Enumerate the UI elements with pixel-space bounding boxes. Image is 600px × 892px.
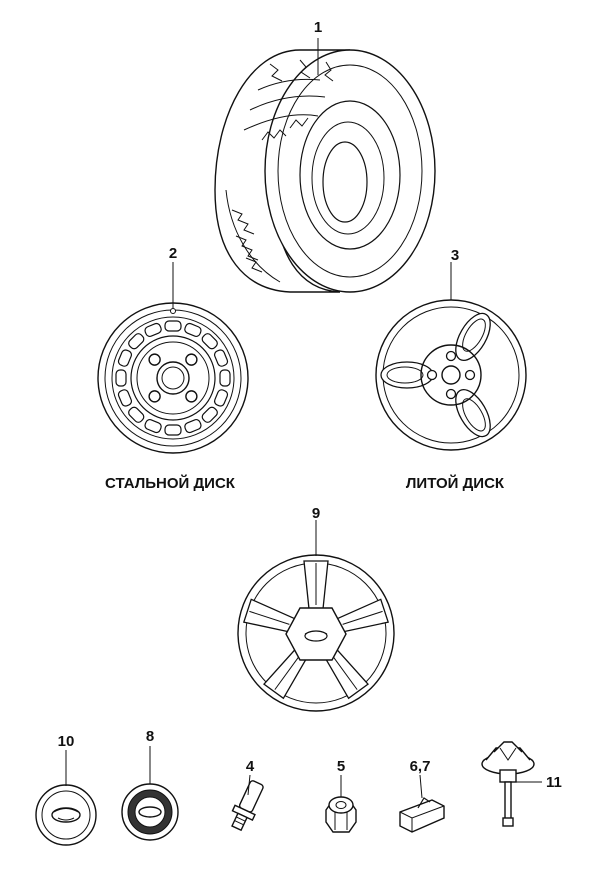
steel-wheel-slot [128, 333, 145, 350]
callout-11: 11 [546, 774, 562, 791]
steel-wheel-bolt-hole [185, 353, 198, 366]
callout-4: 4 [246, 758, 255, 775]
steel-wheel-slot [164, 424, 182, 436]
callout-3: 3 [451, 247, 459, 264]
wheel-cover-spoke-ridge [274, 655, 300, 690]
steel-wheel-slot [144, 418, 162, 434]
alloy-wheel-window-inner [386, 366, 424, 384]
steel-wheel-slot [213, 349, 229, 367]
callout-10: 10 [58, 733, 75, 750]
steel-wheel-slot [117, 349, 133, 367]
wheel-cover-spoke-ridge [332, 655, 358, 690]
steel-wheel: 2 СТАЛЬНОЙ ДИСК [97, 245, 249, 492]
steel-wheel-slot [144, 322, 162, 338]
steel-wheel-slot [219, 369, 231, 387]
steel-wheel-slot [117, 389, 133, 407]
steel-wheel-slot [164, 320, 182, 332]
tpms-valve: 11 [481, 741, 562, 827]
alloy-wheel-window-inner [462, 318, 486, 352]
callout-6-7: 6,7 [410, 758, 431, 775]
tire: 1 [214, 19, 436, 293]
alloy-wheel-bolt-hole [445, 350, 457, 362]
wheel-cover-spoke-ridge [249, 610, 290, 625]
alloy-wheel-bolt-hole [445, 388, 457, 400]
callout-2: 2 [169, 245, 177, 262]
alloy-wheel-bolt-hole [426, 369, 438, 381]
steel-wheel-bolt-hole [185, 390, 198, 403]
steel-wheel-slot [201, 406, 218, 423]
balance-weight: 6,7 [399, 758, 445, 833]
alloy-wheel-window-inner [462, 398, 486, 432]
caption-alloy-wheel: ЛИТОЙ ДИСК [406, 474, 505, 492]
steel-wheel-slot [213, 389, 229, 407]
alloy-wheel-window [380, 361, 434, 389]
steel-wheel-slot [201, 333, 218, 350]
callout-8: 8 [146, 728, 154, 745]
callout-9: 9 [312, 505, 320, 522]
alloy-wheel: 3 ЛИТОЙ ДИСК [375, 247, 527, 492]
wheel-cover: 9 [237, 505, 395, 712]
wheel-cover-spoke-ridge [342, 610, 383, 625]
callout-5: 5 [337, 758, 345, 775]
steel-wheel-slot [184, 418, 202, 434]
callout-1: 1 [314, 19, 322, 36]
steel-wheel-slot [128, 406, 145, 423]
center-cap-small: 8 [121, 728, 179, 841]
caption-steel-wheel: СТАЛЬНОЙ ДИСК [105, 474, 236, 492]
alloy-wheel-bolt-hole [464, 369, 476, 381]
steel-wheel-slot [115, 369, 127, 387]
lug-nut: 5 [325, 758, 357, 833]
valve-stem: 4 [231, 758, 264, 832]
steel-wheel-bolt-hole [148, 390, 161, 403]
center-cap-large: 10 [35, 733, 97, 846]
steel-wheel-bolt-hole [148, 353, 161, 366]
steel-wheel-slot [184, 322, 202, 338]
